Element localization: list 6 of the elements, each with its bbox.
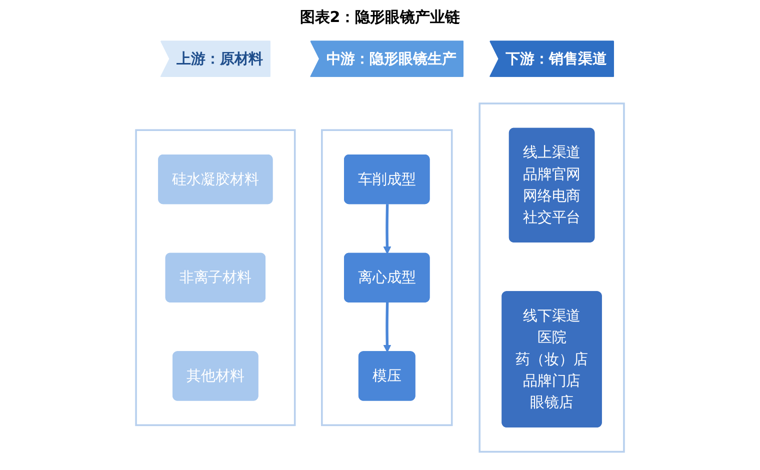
diagram-title: 图表2：隐形眼镜产业链 [298,8,462,27]
cluster [321,128,453,426]
arrow [383,302,392,352]
arrow [383,204,392,254]
cluster [135,128,296,426]
cluster [478,102,625,452]
